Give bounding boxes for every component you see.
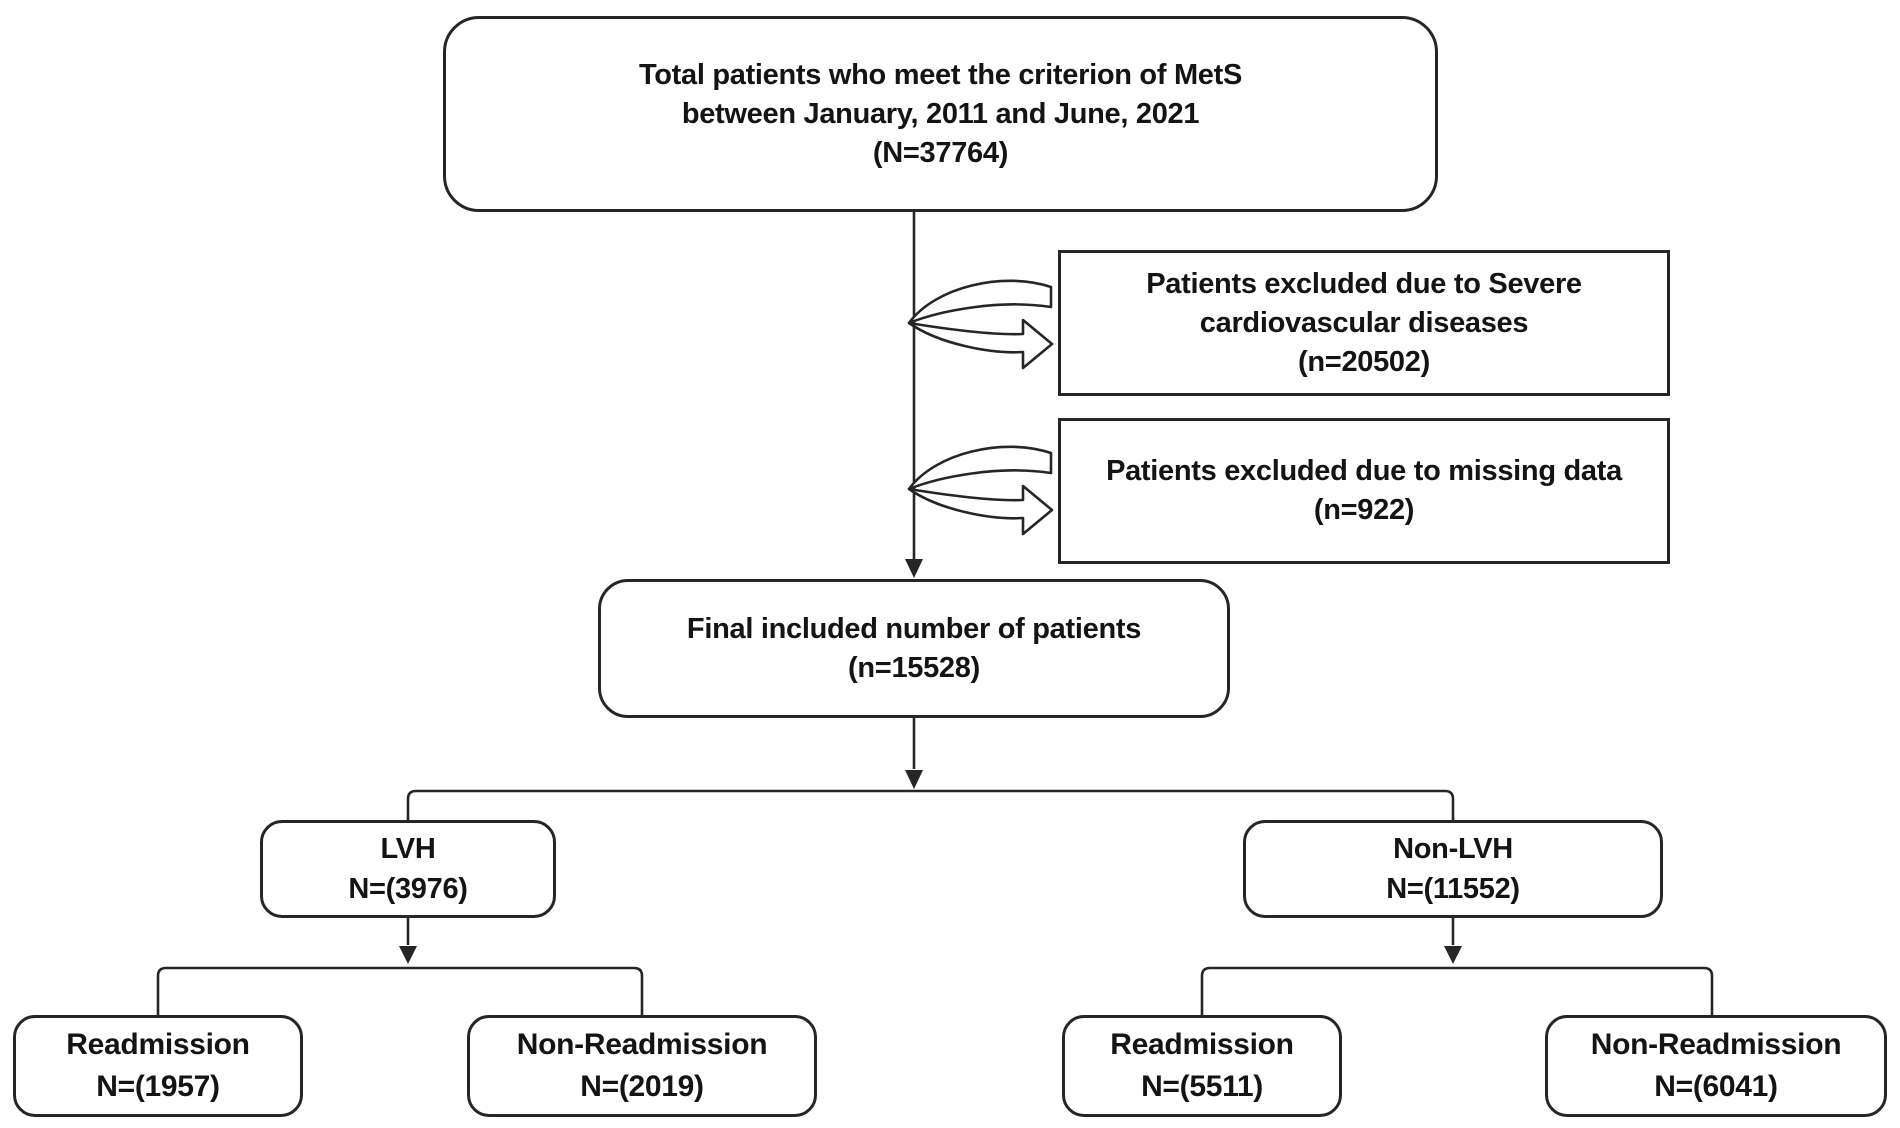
lvh-box: LVH N=(3976) <box>260 820 556 918</box>
box-text-line: Final included number of patients <box>686 612 1142 645</box>
box-text-line: Non-LVH <box>1393 833 1513 865</box>
non-lvh-box: Non-LVH N=(11552) <box>1243 820 1663 918</box>
box-text-line: Readmission <box>66 1028 250 1061</box>
exclusion-box-missing-data: Patients excluded due to missing data (n… <box>1058 418 1670 564</box>
curved-arrow-icon <box>907 279 1054 370</box>
box-text-line: between January, 2011 and June, 2021 <box>681 97 1200 130</box>
arrowhead-nonlvh-branch <box>1444 946 1462 964</box>
box-text-line: (n=20502) <box>1298 345 1430 378</box>
box-text-line: (N=37764) <box>872 136 1009 169</box>
box-text-line: N=(3976) <box>348 873 468 905</box>
arrowhead-lvh-branch <box>399 946 417 964</box>
branch-line-nonlvh <box>1200 966 1714 1015</box>
box-text-line: Readmission <box>1110 1028 1294 1061</box>
box-text-line: (n=922) <box>1313 494 1415 526</box>
box-text-line: N=(5511) <box>1141 1070 1263 1103</box>
box-text-line: Non-Readmission <box>516 1028 768 1061</box>
branch-line-level1 <box>406 789 1455 820</box>
total-patients-box: Total patients who meet the criterion of… <box>443 16 1438 212</box>
arrowhead-into-final <box>905 559 923 578</box>
non-readmission-nonlvh-box: Non-Readmission N=(6041) <box>1545 1015 1887 1117</box>
exclusion-box-severe-cvd: Patients excluded due to Severe cardiova… <box>1058 250 1670 396</box>
box-text-line: N=(1957) <box>96 1070 220 1103</box>
box-text-line: N=(6041) <box>1654 1070 1778 1103</box>
box-text-line: LVH <box>380 833 436 865</box>
readmission-nonlvh-box: Readmission N=(5511) <box>1062 1015 1342 1117</box>
box-text-line: (n=15528) <box>848 651 980 684</box>
arrowhead-into-branch1 <box>905 770 923 789</box>
non-readmission-lvh-box: Non-Readmission N=(2019) <box>467 1015 817 1117</box>
final-included-box: Final included number of patients (n=155… <box>598 579 1230 718</box>
box-text-line: Non-Readmission <box>1590 1028 1842 1061</box>
box-text-line: N=(2019) <box>580 1070 704 1103</box>
box-text-line: N=(11552) <box>1386 873 1520 905</box>
curved-arrow-icon <box>907 445 1054 536</box>
box-text-line: cardiovascular diseases <box>1199 306 1529 339</box>
box-text-line: Total patients who meet the criterion of… <box>638 58 1243 91</box>
branch-line-lvh <box>156 966 644 1015</box>
box-text-line: Patients excluded due to missing data <box>1106 455 1622 487</box>
box-text-line: Patients excluded due to Severe <box>1146 267 1582 300</box>
readmission-lvh-box: Readmission N=(1957) <box>13 1015 303 1117</box>
